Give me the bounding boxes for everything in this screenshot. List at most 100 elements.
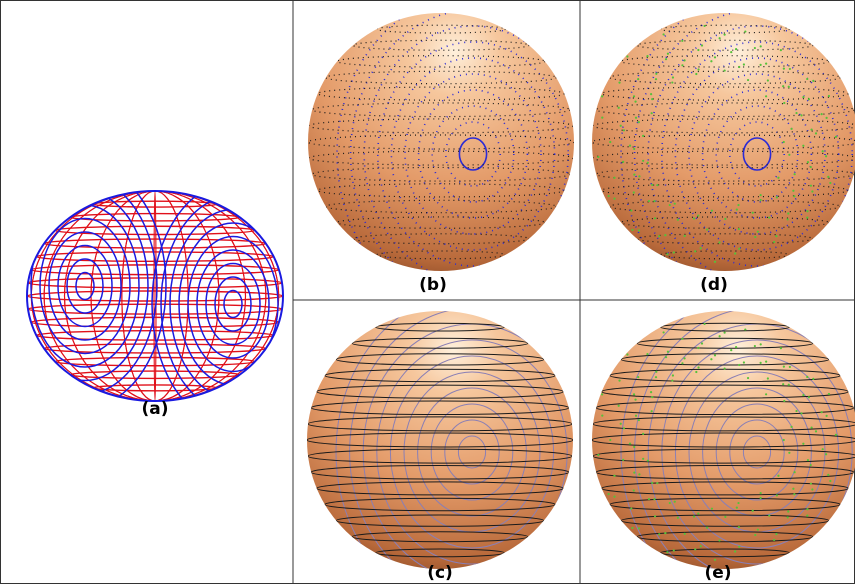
green-dot — [613, 176, 616, 179]
latitude-contour — [636, 233, 814, 245]
green-dot — [734, 346, 738, 349]
green-dot — [683, 357, 686, 360]
green-dot — [759, 496, 762, 500]
green-dot — [827, 175, 830, 178]
green-dot — [773, 240, 776, 244]
green-dot — [683, 234, 686, 237]
green-dot — [812, 377, 815, 380]
latitude-contour — [592, 448, 855, 464]
latitude-contour — [595, 166, 855, 182]
green-dot — [607, 194, 610, 198]
green-dot — [699, 545, 702, 548]
contour-ring — [702, 387, 812, 517]
green-dot — [788, 451, 791, 454]
contour-ring — [647, 25, 855, 271]
latitude-contour — [636, 39, 814, 51]
green-dot — [632, 191, 635, 194]
green-dot — [788, 67, 791, 71]
blue-loop — [39, 217, 131, 355]
green-dot — [597, 453, 600, 457]
green-dot — [800, 412, 803, 415]
green-dot — [655, 370, 658, 373]
green-dot — [692, 515, 696, 518]
green-dot — [713, 558, 717, 561]
green-dot — [782, 85, 785, 88]
contour-ring — [458, 137, 488, 171]
green-dot — [658, 235, 661, 238]
green-dot — [802, 144, 805, 147]
green-dot — [724, 515, 727, 518]
green-dot — [664, 58, 668, 61]
latitude-contour — [307, 448, 573, 464]
contour-ring — [417, 387, 527, 517]
green-dot — [766, 377, 769, 380]
green-dot — [601, 116, 604, 119]
green-dot — [700, 342, 704, 345]
green-dot — [746, 78, 750, 82]
green-dot — [681, 362, 684, 365]
green-dot — [768, 514, 771, 517]
green-dot — [658, 533, 661, 536]
green-dot — [590, 434, 592, 436]
green-dot — [647, 199, 651, 203]
contour-ring — [715, 105, 799, 203]
green-dot — [619, 124, 622, 127]
blue-loop — [48, 231, 122, 341]
contour-ring — [742, 435, 772, 469]
green-dot — [634, 398, 637, 401]
green-dot — [759, 343, 762, 346]
green-dot — [646, 459, 649, 462]
green-dot — [671, 76, 675, 79]
green-dot — [806, 216, 809, 219]
green-dot — [827, 94, 831, 98]
green-dot — [802, 393, 805, 397]
green-dot — [664, 532, 667, 535]
green-dot — [806, 161, 810, 164]
green-dot — [807, 396, 811, 399]
green-dot — [806, 375, 809, 379]
contours-d — [592, 13, 855, 271]
green-dot — [782, 67, 785, 70]
green-dot — [718, 241, 721, 244]
panel-c: (c) — [307, 311, 573, 583]
panel-e-label: (e) — [704, 563, 731, 583]
green-dot — [802, 95, 805, 99]
latitude-contour — [307, 432, 573, 448]
green-dot — [783, 399, 786, 403]
green-dot — [622, 458, 625, 461]
green-dot — [793, 195, 796, 198]
green-dot — [713, 56, 717, 59]
green-dot — [753, 344, 756, 348]
green-dot — [642, 432, 645, 435]
wireframe-ellipsoid — [26, 190, 284, 402]
green-dot — [646, 54, 649, 58]
green-dot — [809, 184, 813, 187]
green-dot — [742, 63, 746, 66]
green-dot — [633, 445, 636, 449]
green-dot — [656, 482, 659, 485]
green-dot — [651, 396, 654, 399]
panel-d-label: (d) — [700, 275, 728, 295]
green-dot — [730, 51, 733, 54]
green-dot — [671, 374, 675, 377]
green-dot — [730, 349, 733, 352]
contour-ring — [457, 435, 487, 469]
green-dot — [811, 488, 814, 491]
green-dot — [692, 217, 696, 220]
latitude-contour — [592, 134, 855, 150]
green-dot — [779, 49, 782, 52]
green-dot — [650, 410, 653, 413]
ellipsoid-outline — [26, 190, 284, 402]
green-dot — [765, 95, 768, 98]
green-dot — [735, 208, 738, 211]
latitude-contour — [592, 150, 855, 166]
green-dot — [787, 212, 790, 215]
green-dot — [773, 538, 776, 542]
green-dot — [662, 33, 665, 36]
green-dot — [668, 203, 671, 207]
green-dot — [723, 331, 726, 334]
green-dot — [654, 78, 658, 81]
green-dot — [759, 63, 762, 66]
green-dot — [737, 501, 740, 505]
contour-ring — [431, 105, 515, 203]
